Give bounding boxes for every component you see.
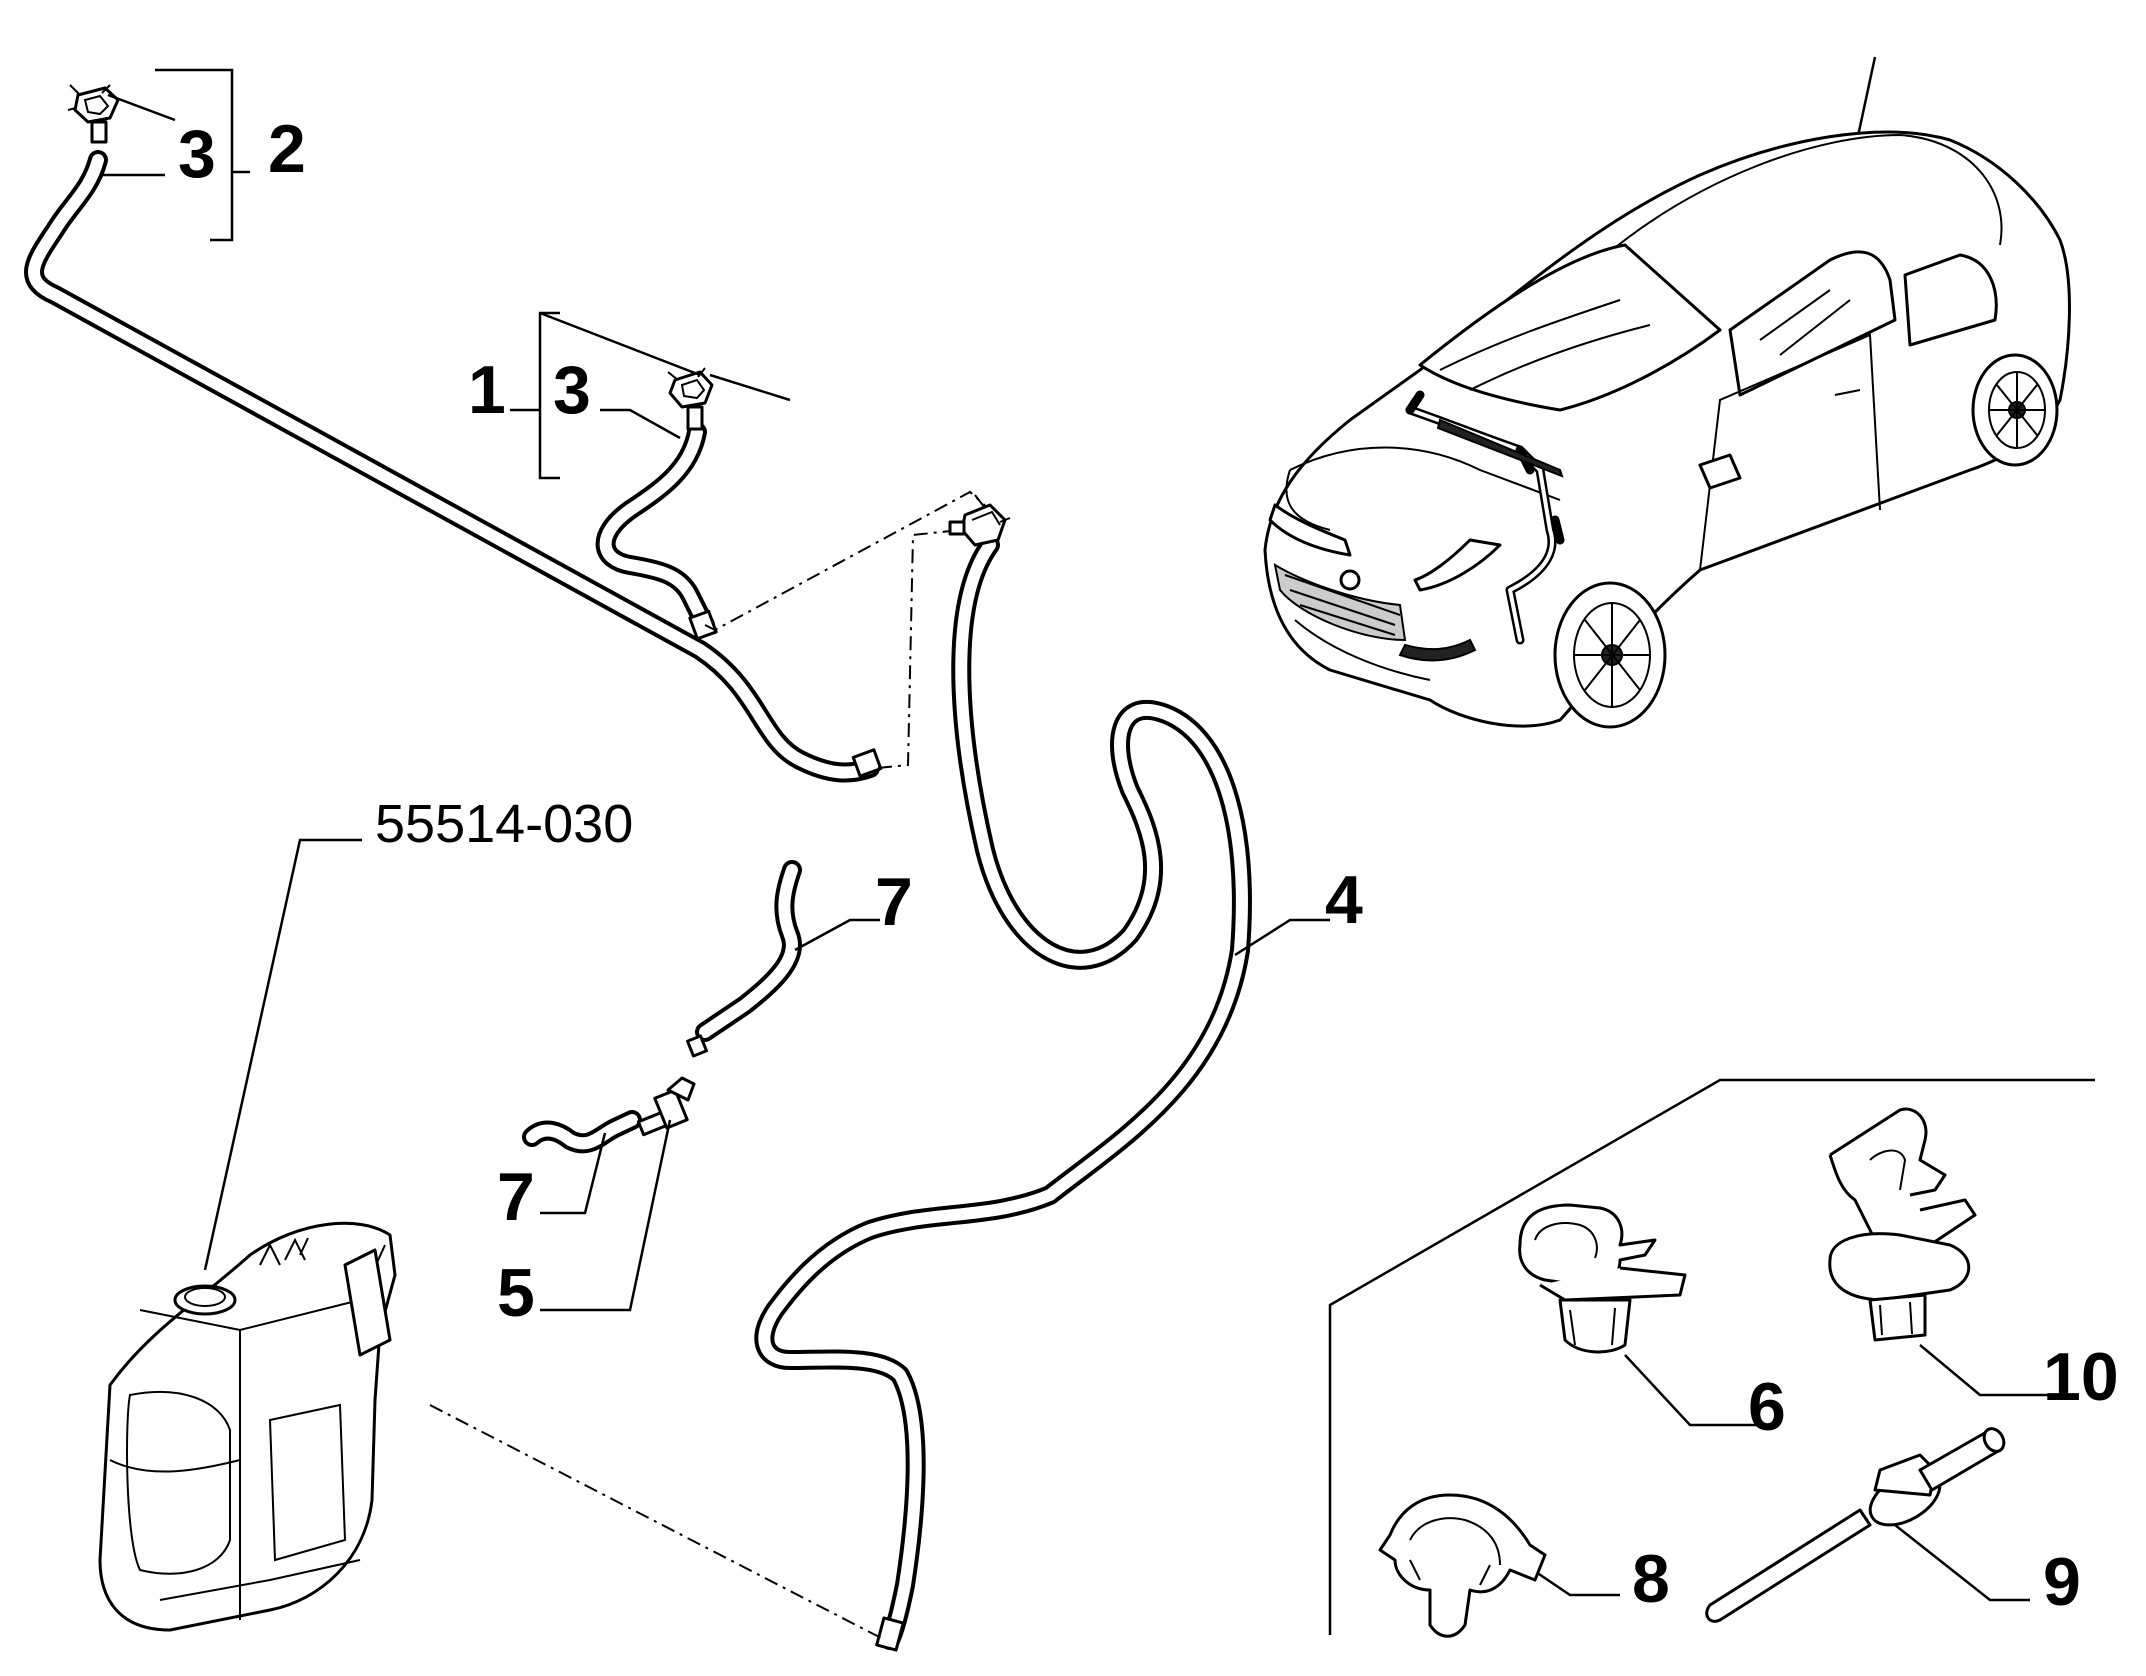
connector-4 [948, 494, 1011, 547]
callout-9: 9 [2043, 1544, 2081, 1620]
leader-lines [100, 68, 2095, 1635]
callout-7-upper: 7 [875, 864, 913, 940]
callout-10: 10 [2043, 1339, 2119, 1415]
clip-6 [1518, 1203, 1687, 1354]
reference-code: 55514-030 [375, 794, 633, 854]
nozzle-top-left [67, 84, 176, 144]
hose-end-clamps [688, 609, 905, 1652]
clip-10 [1828, 1107, 1977, 1342]
callout-6: 6 [1748, 1369, 1786, 1445]
check-valve [636, 1034, 708, 1137]
rivet-9 [1705, 1427, 2006, 1623]
hose-7-lower [522, 1110, 642, 1154]
hose-4-main [754, 535, 1252, 1650]
hose-left-long [24, 150, 880, 783]
callout-1: 1 [468, 352, 506, 428]
callout-8: 8 [1632, 1541, 1670, 1617]
washer-tank [98, 1221, 397, 1632]
callout-3-middle: 3 [553, 352, 591, 428]
hose-7-upper [695, 860, 802, 1042]
callout-3-top: 3 [178, 116, 216, 192]
nozzle-middle [667, 367, 714, 431]
connection-lines [429, 490, 991, 1641]
callout-7-lower: 7 [497, 1159, 535, 1235]
car-illustration [1263, 56, 2071, 729]
callout-2: 2 [268, 111, 306, 187]
callout-5: 5 [497, 1255, 535, 1331]
callout-4: 4 [1325, 862, 1363, 938]
hose-mid-short [595, 422, 715, 635]
clip-8 [1378, 1493, 1547, 1638]
